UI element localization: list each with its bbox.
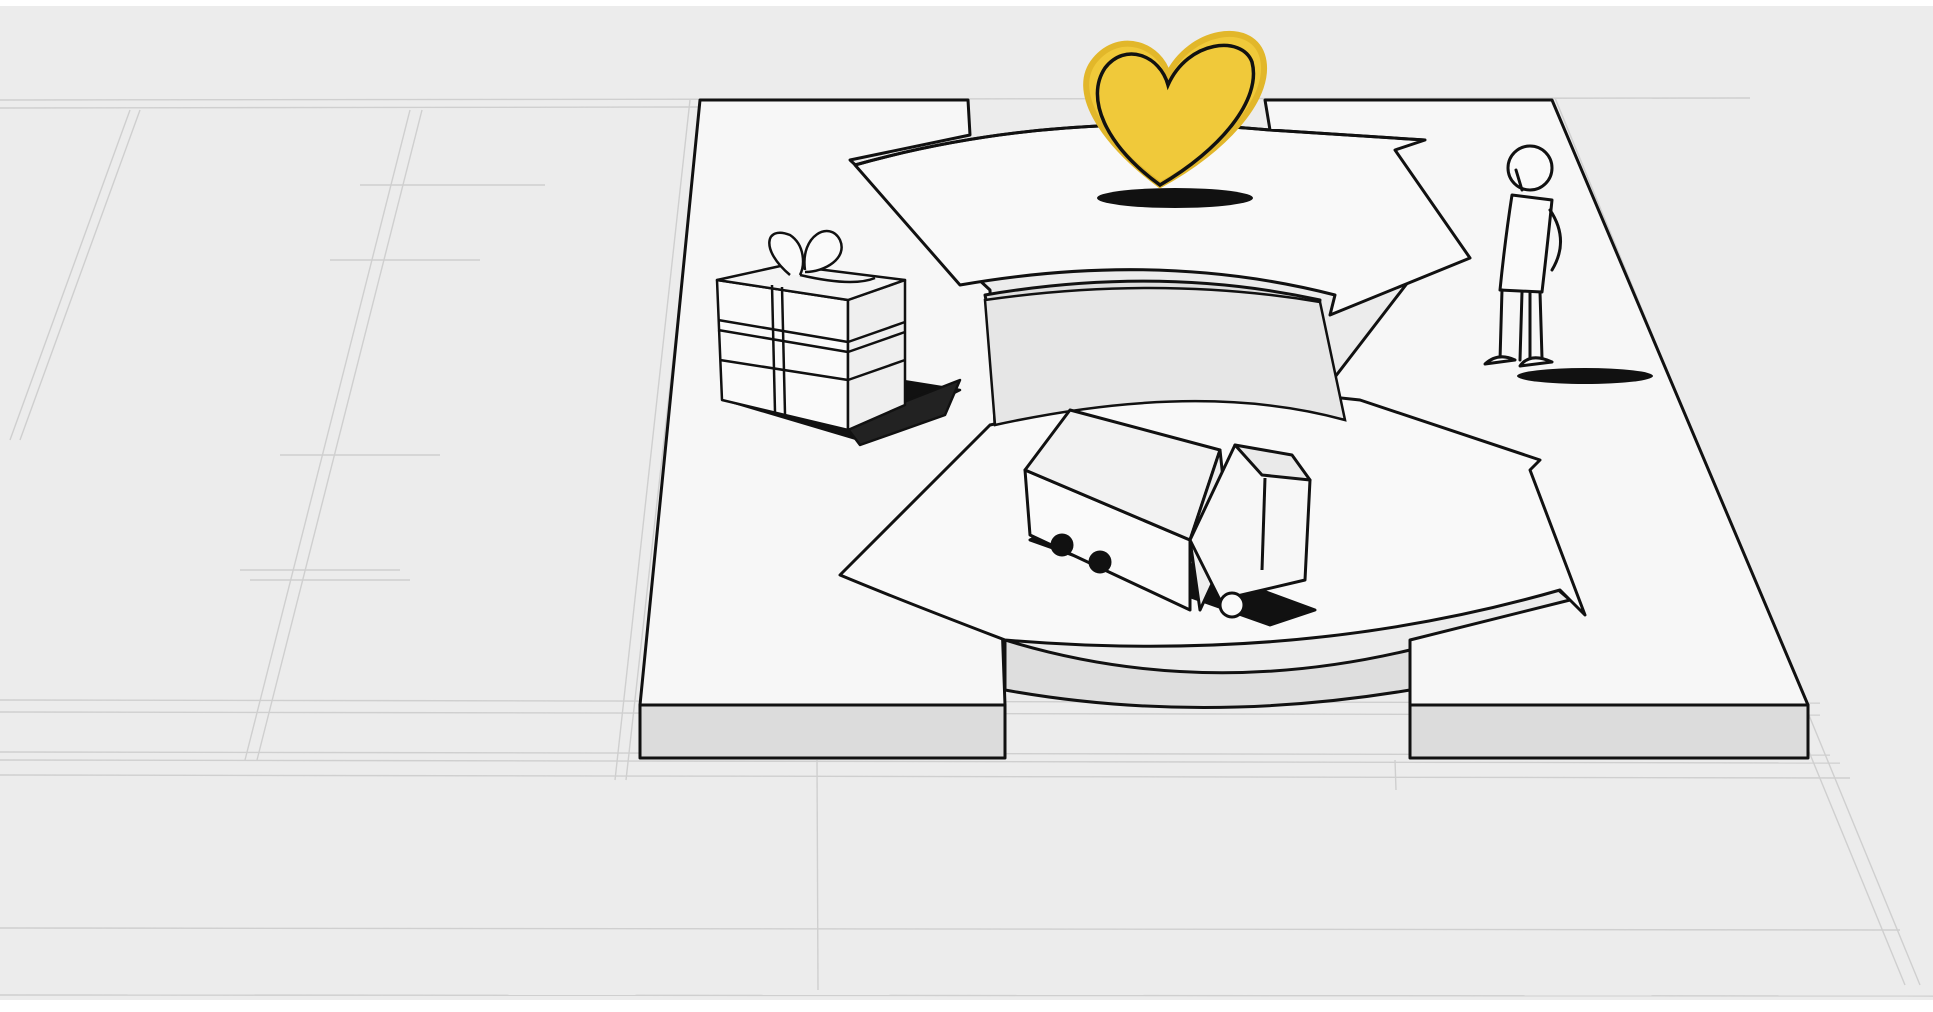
frame-bottom-strip	[0, 1000, 1933, 1012]
frame-top-strip	[0, 0, 1933, 6]
